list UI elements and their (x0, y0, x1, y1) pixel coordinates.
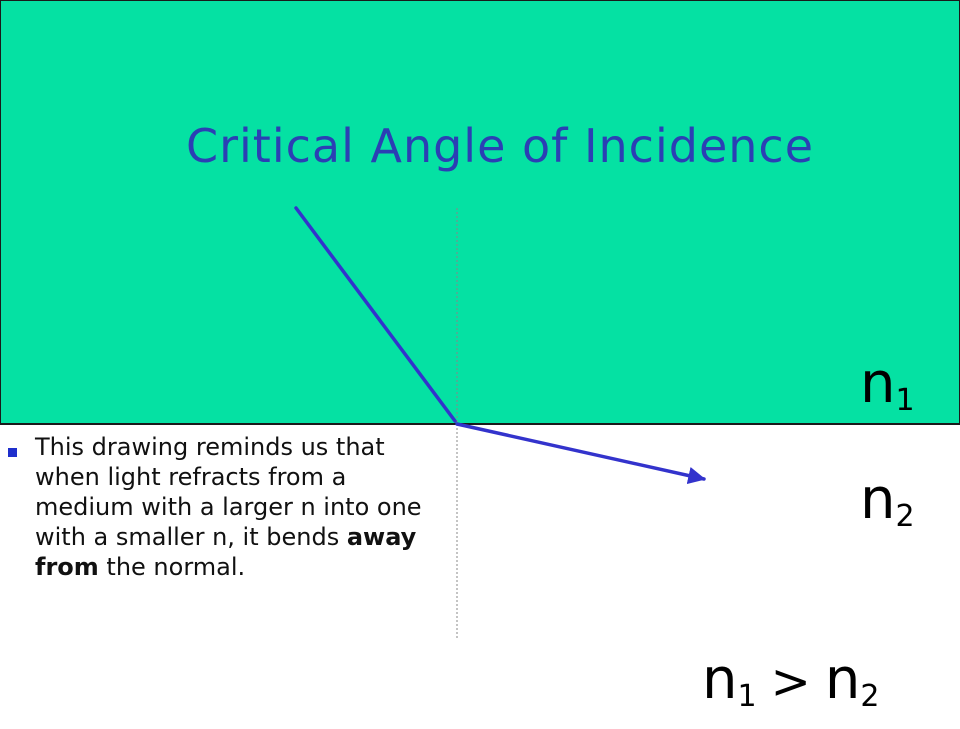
bullet-text-end: the normal. (98, 553, 246, 581)
compare-right-base: n (824, 647, 861, 712)
medium-n1-region (0, 0, 960, 425)
incident-ray (294, 206, 457, 423)
label-n1: n1 (860, 352, 915, 433)
compare-right-sub: 2 (860, 679, 880, 714)
compare-left-base: n (702, 647, 738, 712)
bullet-item: This drawing reminds us that when light … (8, 432, 438, 582)
slide-title: Critical Angle of Incidence (185, 119, 815, 173)
label-n2-base: n (860, 467, 896, 532)
label-n2: n2 (860, 468, 915, 549)
label-n1-greater-n2: n1>n2 (702, 648, 879, 729)
bullet-square-icon (8, 448, 17, 457)
label-n1-sub: 1 (895, 383, 915, 418)
bullet-text-start: This drawing reminds us that when light … (35, 433, 422, 551)
label-n1-base: n (860, 351, 896, 416)
compare-left-sub: 1 (737, 679, 757, 714)
label-n2-sub: 2 (895, 499, 915, 534)
bullet-text-bold: away from (35, 523, 417, 581)
refracted-ray (455, 422, 706, 485)
bullet-text: This drawing reminds us that when light … (35, 432, 438, 582)
compare-operator: > (770, 654, 811, 710)
